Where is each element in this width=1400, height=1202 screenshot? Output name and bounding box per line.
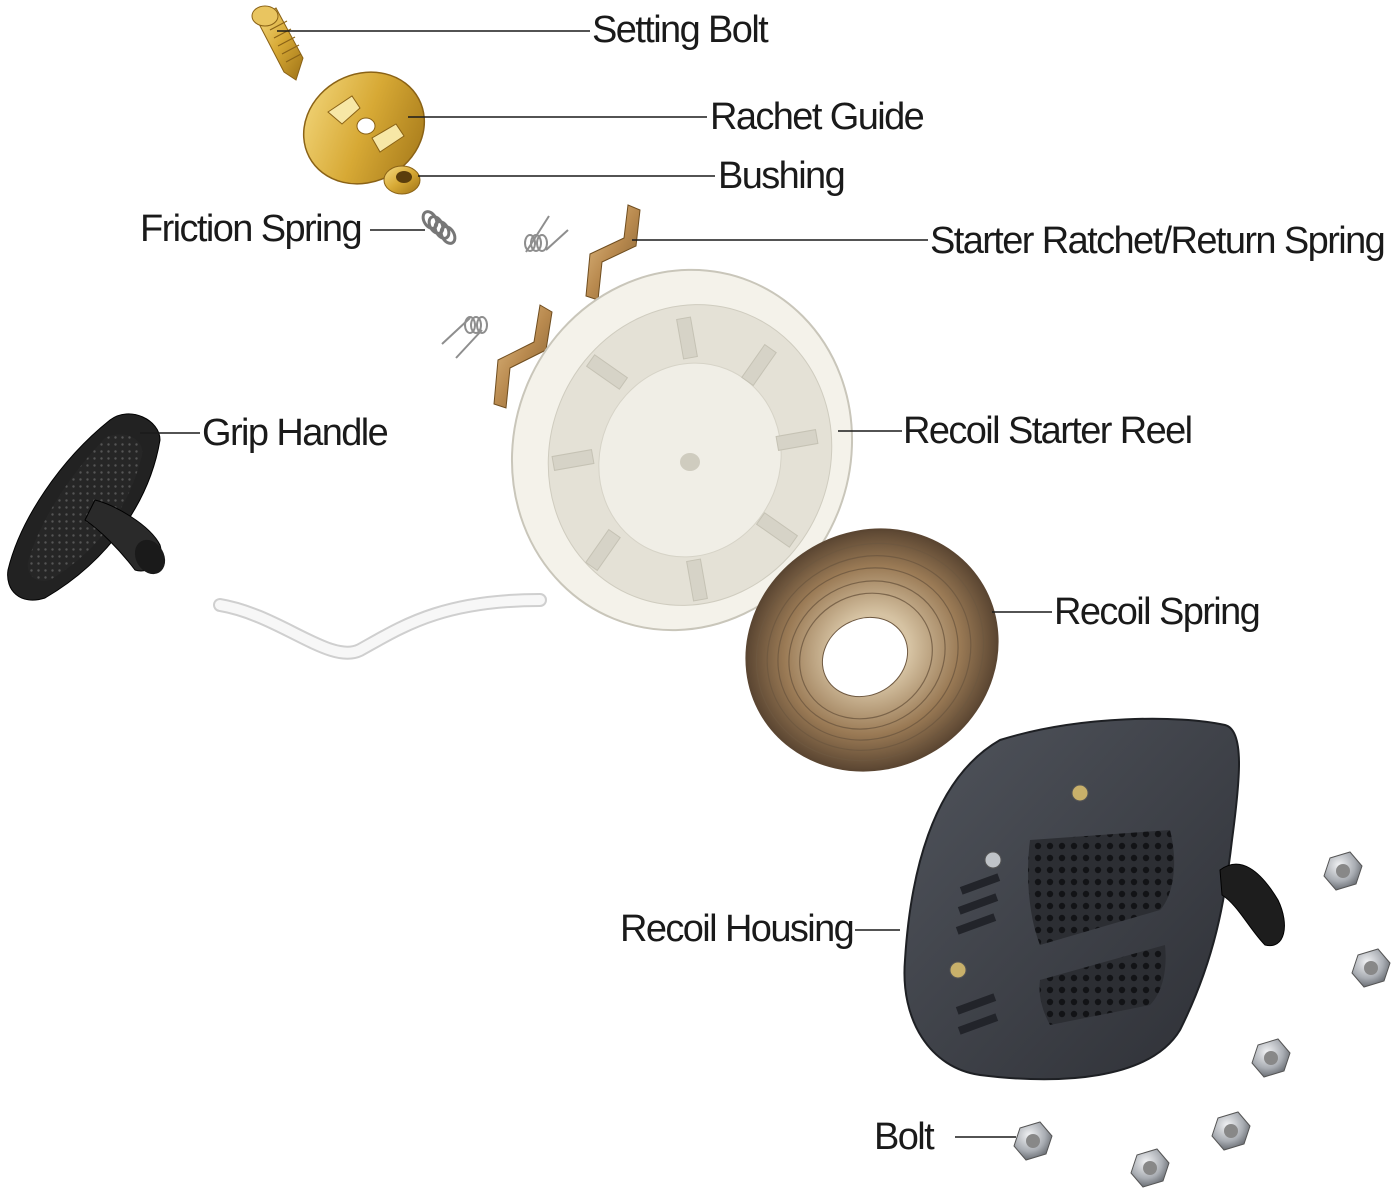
recoil-starter-reel-part [213, 268, 854, 660]
friction-spring-part [421, 210, 457, 245]
starter-ratchet-lower [493, 304, 553, 409]
grip-handle-part [7, 413, 166, 601]
label-grip-handle: Grip Handle [202, 412, 389, 454]
return-spring-upper [524, 215, 569, 253]
label-recoil-starter-reel: Recoil Starter Reel [903, 410, 1193, 452]
label-bolt: Bolt [874, 1116, 935, 1158]
return-spring-lower [441, 316, 488, 359]
label-rachet-guide: Rachet Guide [710, 96, 925, 138]
label-friction-spring: Friction Spring [140, 208, 363, 250]
leader-lines [140, 30, 1052, 1138]
setting-bolt-part [251, 5, 304, 81]
recoil-housing-part [903, 717, 1285, 1081]
recoil-spring-part [745, 528, 999, 772]
bolt-3 [1251, 1038, 1291, 1078]
bushing-part [383, 165, 421, 195]
label-setting-bolt: Setting Bolt [592, 9, 769, 51]
label-starter-ratchet: Starter Ratchet/Return Spring [930, 220, 1386, 262]
label-recoil-spring: Recoil Spring [1054, 591, 1261, 633]
bolt-1 [1323, 851, 1363, 891]
label-bushing: Bushing [718, 155, 846, 197]
rachet-guide-part [302, 71, 426, 185]
bolt-2 [1351, 948, 1391, 988]
label-recoil-housing: Recoil Housing [620, 908, 855, 950]
bolt-part [1013, 851, 1391, 1188]
bolt-5 [1130, 1148, 1170, 1188]
bolt-6 [1013, 1121, 1053, 1161]
bolt-4 [1211, 1111, 1251, 1151]
